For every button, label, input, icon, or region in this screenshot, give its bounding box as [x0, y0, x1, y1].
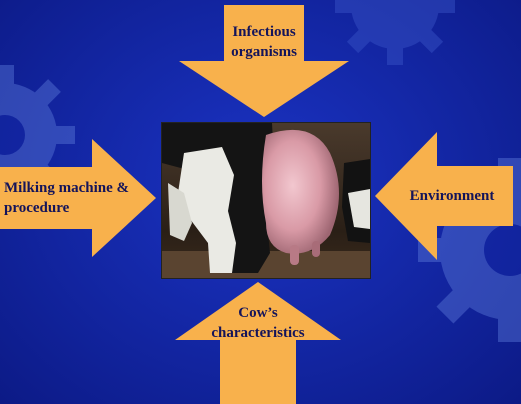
arrow-down-infectious-organisms: Infectious organisms [179, 5, 349, 117]
gear-top-icon [330, 0, 460, 70]
arrow-left-environment: Environment [375, 132, 513, 260]
arrow-left-label: Milking machine & procedure [4, 175, 132, 221]
arrow-right-label: Environment [393, 176, 511, 216]
arrow-right-milking-machine: Milking machine & procedure [0, 139, 156, 257]
arrow-up-cows-characteristics: Cow’s characteristics [175, 282, 341, 404]
arrow-top-label: Infectious organisms [219, 19, 309, 65]
udder-photo [161, 122, 371, 279]
arrow-bottom-label: Cow’s characteristics [208, 300, 308, 346]
